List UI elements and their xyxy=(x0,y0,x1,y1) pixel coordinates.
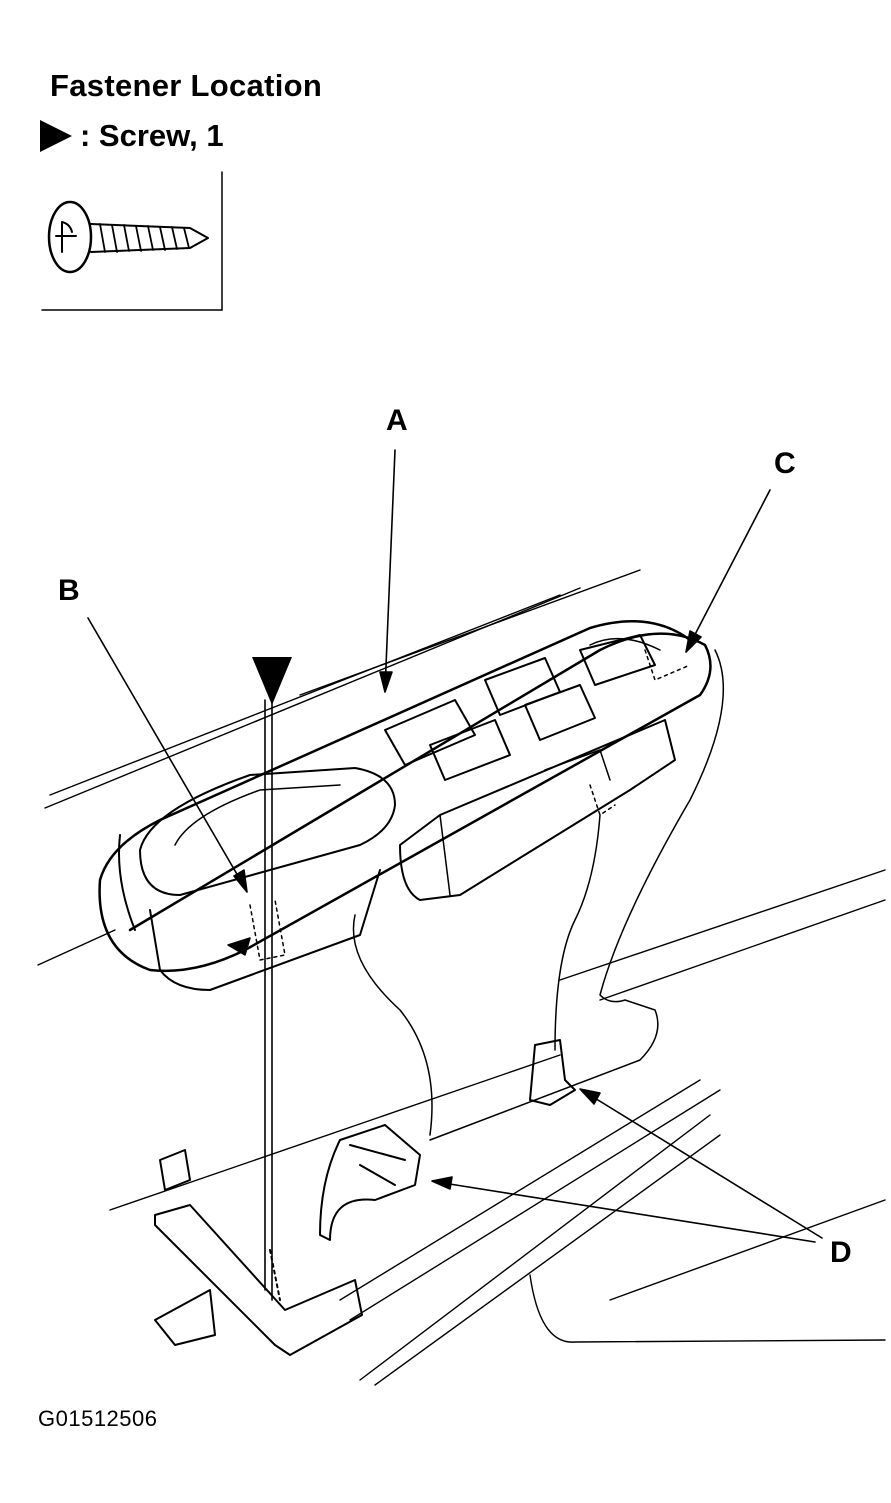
connectors xyxy=(319,1039,576,1241)
callout-d: D xyxy=(830,1236,852,1269)
screw-illustration xyxy=(41,171,223,311)
callout-c: C xyxy=(774,447,796,480)
door-panel-lines xyxy=(37,569,886,1386)
figure-title: Fastener Location xyxy=(50,68,323,103)
wiring-harness xyxy=(352,649,725,1141)
screw-marker-icon xyxy=(40,120,72,152)
legend-text: : Screw, 1 xyxy=(80,118,224,153)
leader-lines xyxy=(87,449,823,1301)
callout-b: B xyxy=(58,574,80,607)
screw-location-marker-icon xyxy=(252,657,292,705)
fastener-legend: : Screw, 1 xyxy=(40,118,224,154)
callout-a: A xyxy=(386,404,408,437)
figure-id: G01512506 xyxy=(38,1406,158,1431)
